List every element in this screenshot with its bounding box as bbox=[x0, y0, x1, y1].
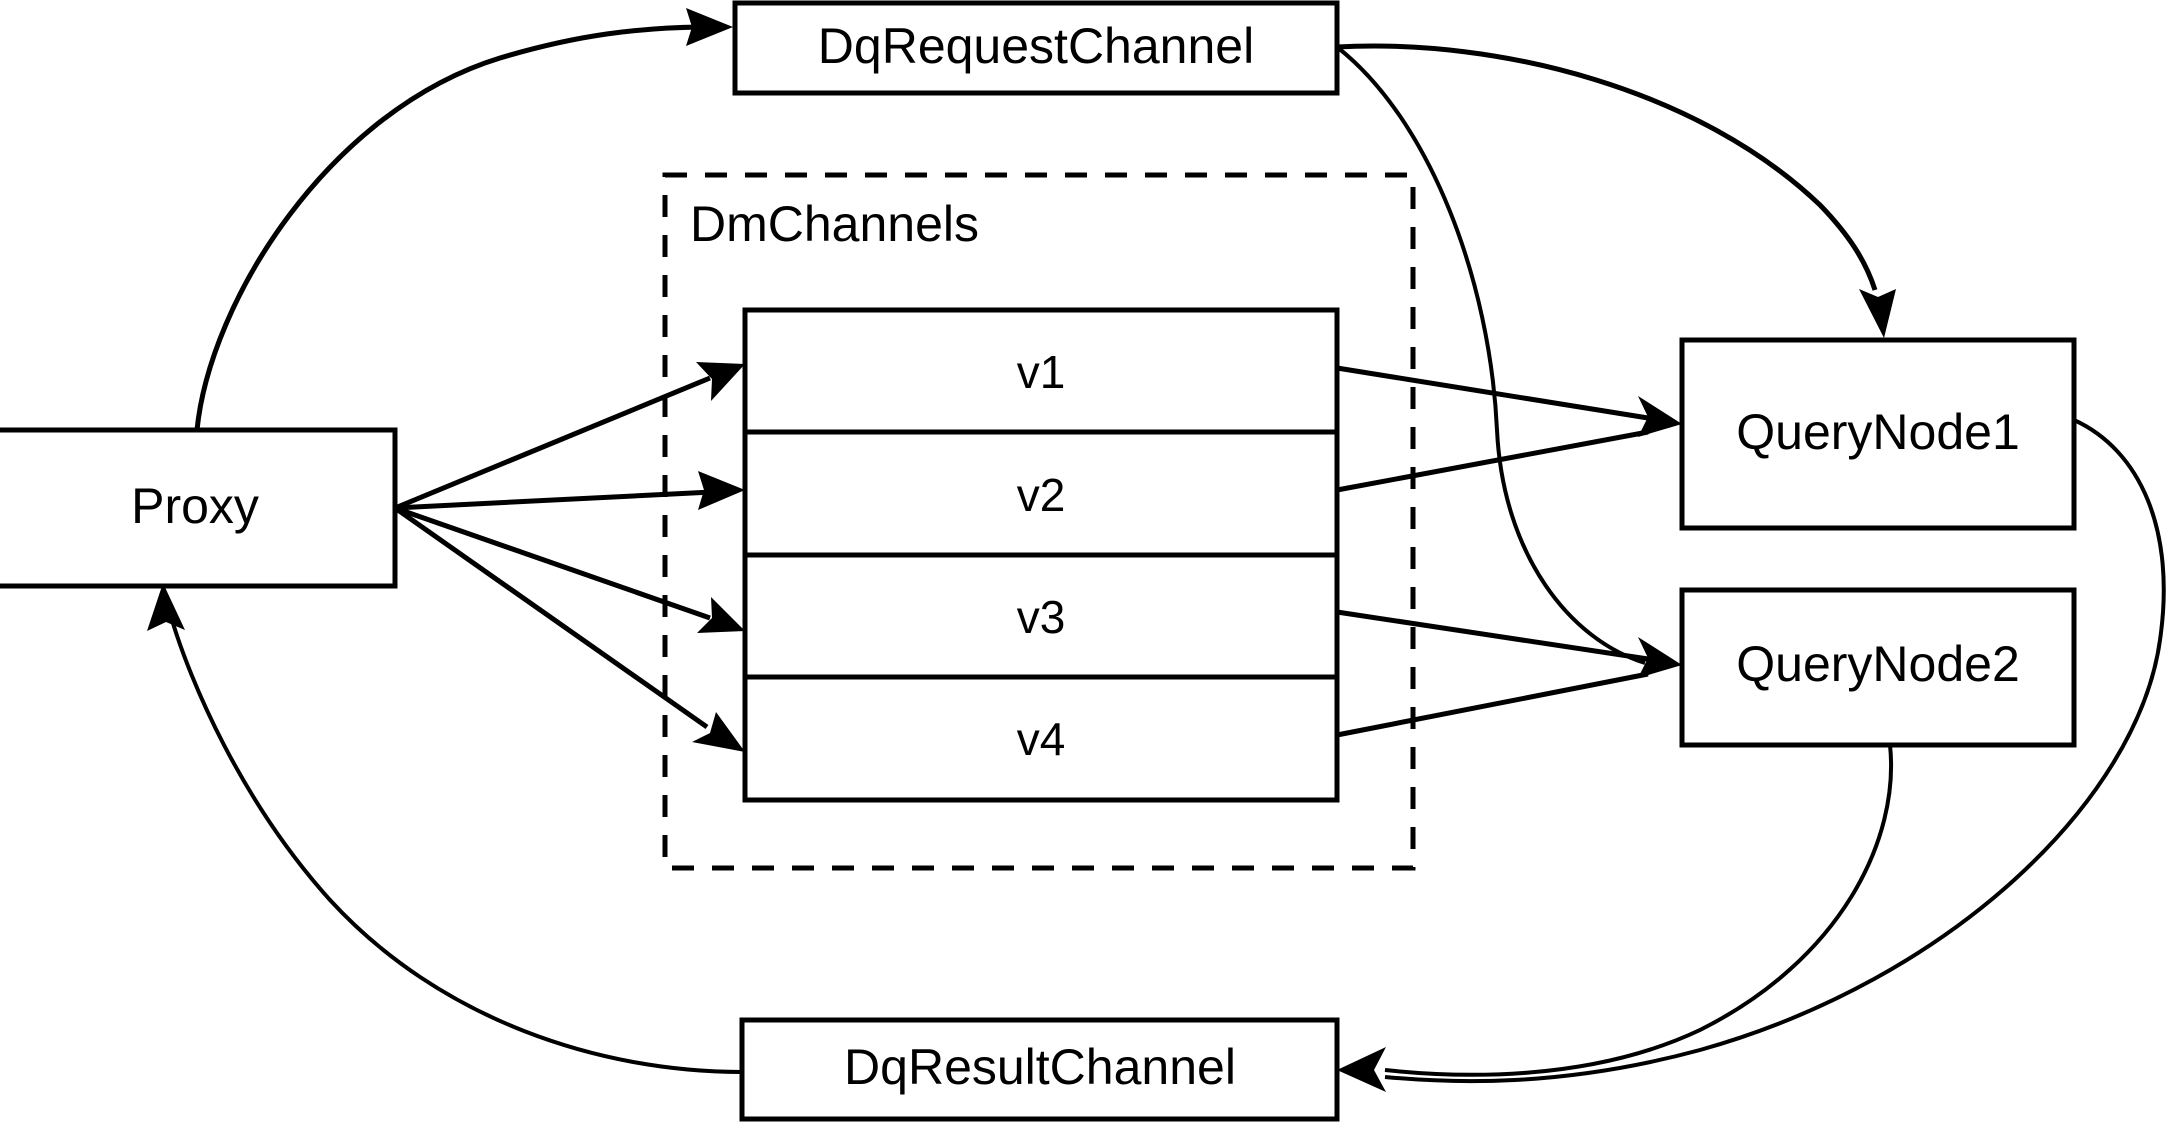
node-proxy-label: Proxy bbox=[131, 478, 259, 534]
edge-v4-to-querynode2 bbox=[1336, 671, 1649, 738]
node-query-node-1[interactable]: QueryNode1 bbox=[1679, 337, 2077, 531]
edge-v1-to-querynode1 bbox=[1336, 365, 1682, 437]
channel-row-v4-label: v4 bbox=[1017, 713, 1066, 765]
edge-querynode2-to-dqresult-channel bbox=[1337, 744, 1893, 1092]
channel-row-v2-label: v2 bbox=[1017, 469, 1066, 521]
arrowhead-proxy-in bbox=[147, 583, 185, 631]
arrowhead-querynode1-in bbox=[1638, 396, 1682, 437]
node-query-node-2-label: QueryNode2 bbox=[1736, 636, 2020, 692]
edge-proxy-to-v2 bbox=[394, 471, 745, 511]
edge-querynode1-to-dqresult-channel bbox=[1384, 418, 2166, 1084]
node-proxy-box[interactable] bbox=[0, 427, 398, 589]
node-query-node-1-label: QueryNode1 bbox=[1736, 404, 2020, 460]
node-query-node-2[interactable]: QueryNode2 bbox=[1679, 587, 2077, 748]
node-query-node-1-box[interactable] bbox=[1679, 337, 2077, 531]
edge-dqrequest-to-querynode1 bbox=[1336, 43, 1896, 338]
node-dq-result-channel-label: DqResultChannel bbox=[844, 1039, 1236, 1095]
arrowhead-querynode1-top-in bbox=[1859, 289, 1896, 338]
edge-proxy-to-v1 bbox=[394, 362, 745, 511]
channel-row-v3-label: v3 bbox=[1017, 591, 1066, 643]
arrowhead-v1-in bbox=[696, 362, 745, 401]
edge-proxy-to-v4 bbox=[393, 505, 745, 752]
arrowhead-v3-in bbox=[697, 597, 745, 633]
node-query-node-2-box[interactable] bbox=[1679, 587, 2077, 748]
edge-v2-to-querynode1 bbox=[1336, 429, 1649, 493]
channel-stack: v1 v2 v3 v4 bbox=[742, 307, 1340, 803]
arrowhead-querynode2-in bbox=[1638, 637, 1682, 678]
channel-row-v1-label: v1 bbox=[1017, 346, 1066, 398]
dm-channels-group-label: DmChannels bbox=[690, 196, 979, 252]
dm-channels-group: DmChannels bbox=[662, 172, 1416, 871]
arrowhead-dqresult-in bbox=[1337, 1047, 1386, 1092]
edge-dqrequest-to-querynode2 bbox=[1335, 45, 1646, 665]
edge-proxy-to-dqrequest-channel bbox=[194, 8, 733, 431]
node-dq-request-channel[interactable]: DqRequestChannel bbox=[732, 0, 1340, 96]
node-dq-request-channel-box[interactable] bbox=[732, 0, 1340, 96]
edge-dqresult-to-proxy bbox=[147, 583, 743, 1074]
arrowhead-dqrequest-in bbox=[686, 8, 733, 46]
edge-proxy-to-v3 bbox=[394, 505, 745, 633]
node-proxy[interactable]: Proxy bbox=[0, 427, 398, 589]
edge-v3-to-querynode2 bbox=[1336, 609, 1682, 678]
arrowhead-v2-in bbox=[698, 471, 745, 510]
node-dq-result-channel-box[interactable] bbox=[739, 1017, 1340, 1122]
arrowhead-v4-in bbox=[692, 712, 745, 752]
node-dq-request-channel-label: DqRequestChannel bbox=[818, 18, 1254, 74]
node-dq-result-channel[interactable]: DqResultChannel bbox=[739, 1017, 1340, 1122]
dm-channels-group-border bbox=[662, 172, 1416, 871]
